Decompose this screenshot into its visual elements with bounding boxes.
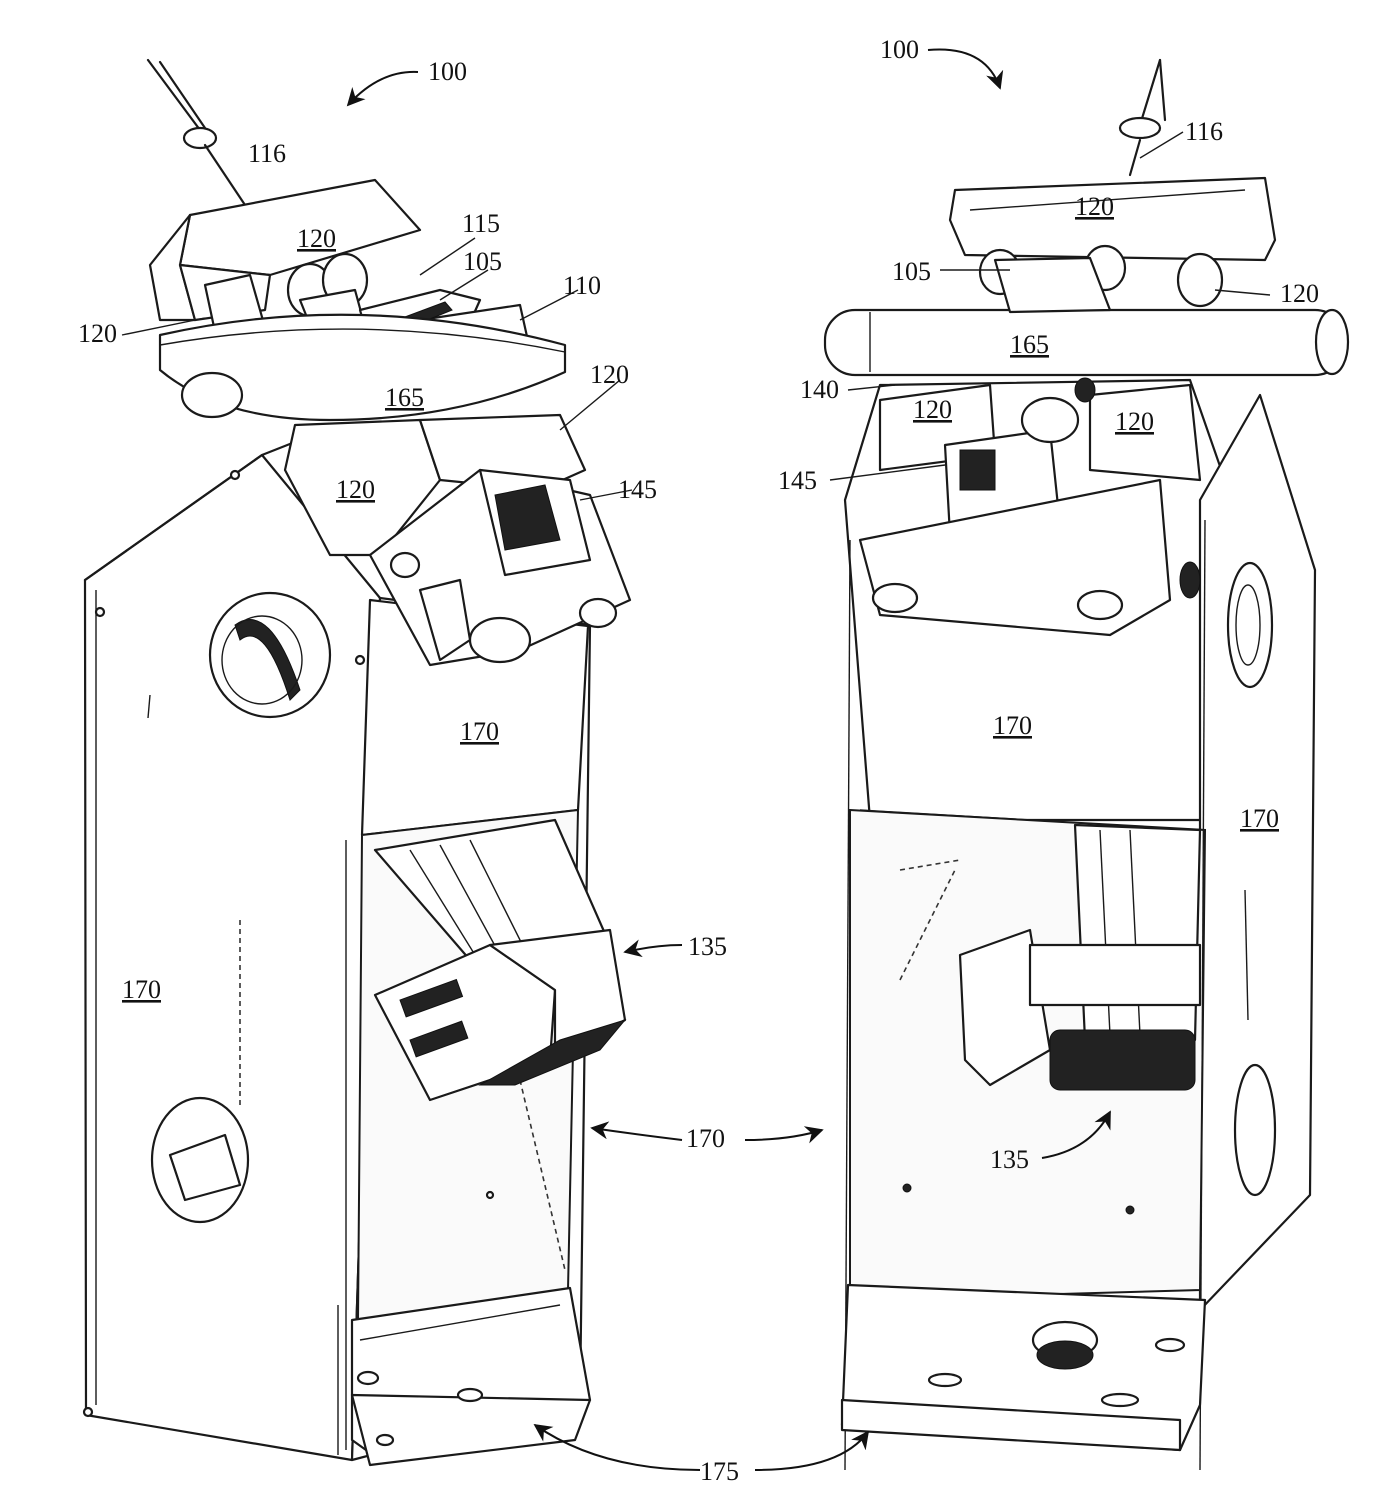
left-label-135: 135 (688, 932, 727, 961)
left-label-120-right: 120 (590, 360, 629, 389)
right-label-145: 145 (778, 466, 817, 495)
left-label-145: 145 (618, 475, 657, 504)
right-label-140: 140 (800, 375, 839, 404)
right-label-100: 100 (880, 35, 919, 64)
right-ring (825, 310, 1348, 375)
right-label-120-inner-left: 120 (913, 395, 952, 424)
right-label-120-right: 120 (1280, 279, 1319, 308)
right-label-170-front: 170 (993, 711, 1032, 740)
right-top-post (1120, 60, 1165, 175)
left-label-116: 116 (248, 139, 286, 168)
right-label-120-inner-right: 120 (1115, 407, 1154, 436)
left-view-drawing (84, 60, 630, 1465)
left-label-110: 110 (563, 271, 601, 300)
left-top-post (148, 60, 245, 205)
label-170-between: 170 (686, 1124, 725, 1153)
left-label-170-front: 170 (460, 717, 499, 746)
right-label-170-side: 170 (1240, 804, 1279, 833)
left-label-115: 115 (462, 209, 500, 238)
label-175: 175 (700, 1457, 739, 1486)
left-label-120-center: 120 (336, 475, 375, 504)
right-label-135: 135 (990, 1145, 1029, 1174)
left-label-120-left: 120 (78, 319, 117, 348)
left-label-170-side: 170 (122, 975, 161, 1004)
right-label-165: 165 (1010, 330, 1049, 359)
right-label-116: 116 (1185, 117, 1223, 146)
left-label-120-top: 120 (297, 224, 336, 253)
right-label-105: 105 (892, 257, 931, 286)
left-label-105: 105 (463, 247, 502, 276)
left-label-165: 165 (385, 383, 424, 412)
left-label-100: 100 (428, 57, 467, 86)
right-label-120-top: 120 (1075, 192, 1114, 221)
